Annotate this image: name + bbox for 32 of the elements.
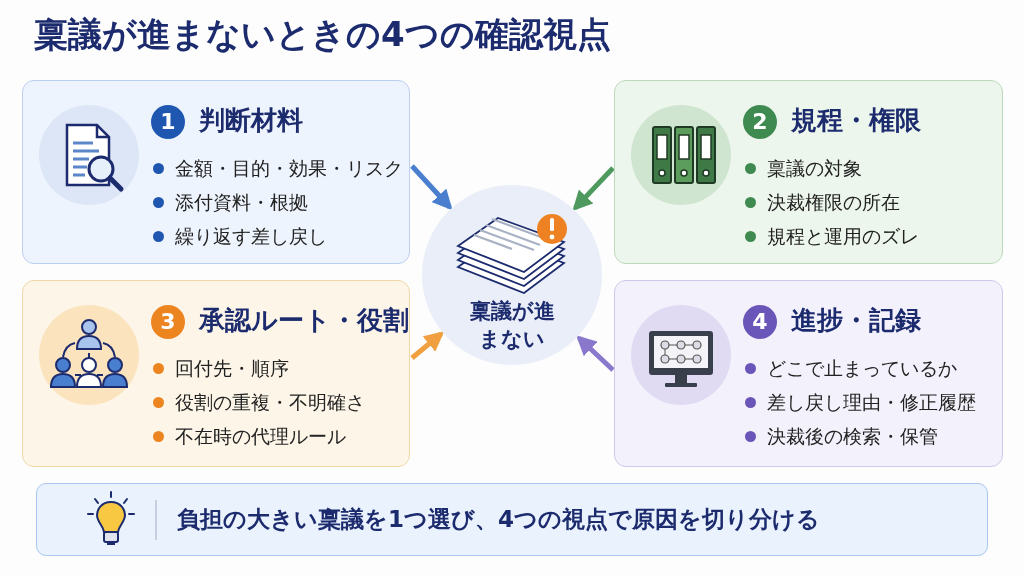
summary-banner xyxy=(36,483,988,556)
number-badge: 2 xyxy=(743,105,777,139)
bullet-item: 添付資料・根拠 xyxy=(151,185,403,219)
bullet-item: 不在時の代理ルール xyxy=(151,419,365,453)
arrow xyxy=(572,166,615,211)
bullet-item: 決裁後の検索・保管 xyxy=(743,419,976,453)
arrow xyxy=(410,164,453,211)
arrow xyxy=(576,335,615,372)
topic-card xyxy=(22,280,410,467)
bullet-item: どこで止まっているか xyxy=(743,351,976,385)
bullet-item: 役割の重複・不明確さ xyxy=(151,385,365,419)
summary-text: 負担の大きい稟議を1つ選び、4つの視点で原因を切り分ける xyxy=(177,505,820,534)
card-heading: 規程・権限 xyxy=(791,104,921,137)
number-badge: 3 xyxy=(151,305,185,339)
card-heading: 進捗・記録 xyxy=(791,304,921,337)
bullet-item: 繰り返す差し戻し xyxy=(151,219,403,253)
bullet-item: 決裁権限の所在 xyxy=(743,185,919,219)
bullet-item: 金額・目的・効果・リスク xyxy=(151,151,403,185)
card-heading: 承認ルート・役割 xyxy=(199,304,409,337)
card-heading: 判断材料 xyxy=(199,104,303,137)
title: 稟議が進まないときの4つの確認視点 xyxy=(34,13,611,56)
number-badge: 1 xyxy=(151,105,185,139)
bullet-item: 回付先・順序 xyxy=(151,351,365,385)
arrow xyxy=(410,331,445,360)
circle-label: 稟議が進まない xyxy=(468,298,556,353)
bullet-item: 稟議の対象 xyxy=(743,151,919,185)
bullet-item: 差し戻し理由・修正履歴 xyxy=(743,385,976,419)
bullet-item: 規程と運用のズレ xyxy=(743,219,919,253)
topic-card xyxy=(22,80,410,264)
topic-card xyxy=(614,280,1003,467)
topic-card xyxy=(614,80,1003,264)
number-badge: 4 xyxy=(743,305,777,339)
